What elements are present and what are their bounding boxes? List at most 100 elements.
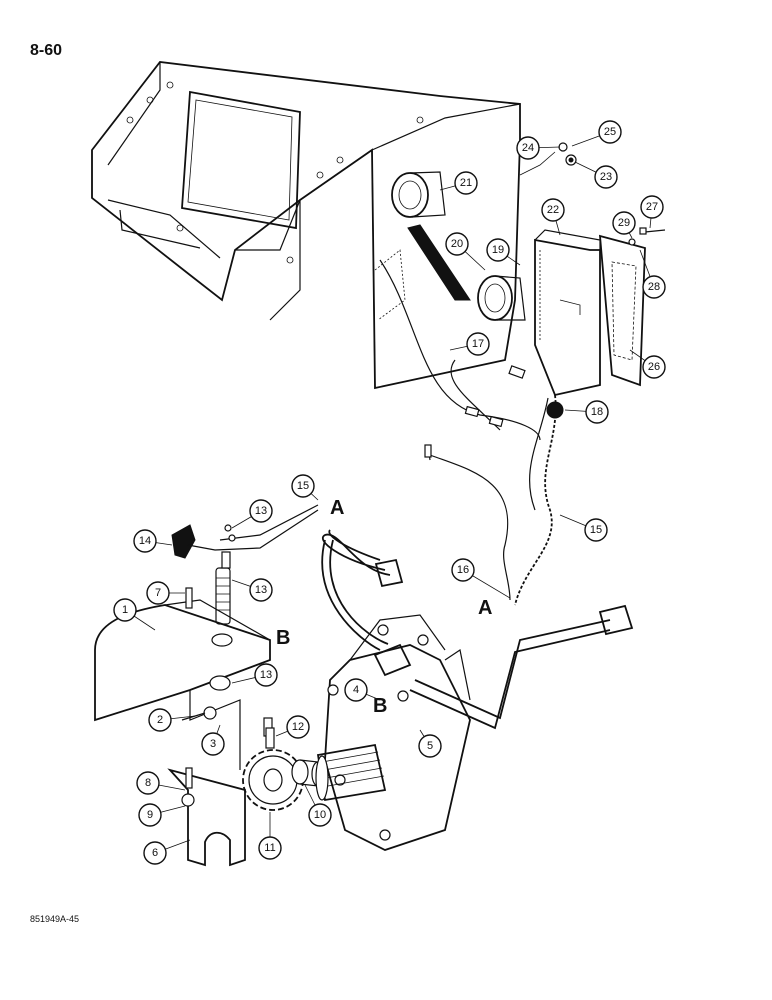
callout-circle bbox=[466, 332, 490, 356]
callout-24: 24 bbox=[516, 136, 561, 160]
callout-circle bbox=[308, 803, 332, 827]
callout-number: 29 bbox=[618, 217, 630, 229]
callout-circle bbox=[291, 474, 315, 498]
callout-circle bbox=[585, 400, 609, 424]
callout-number: 12 bbox=[292, 721, 304, 733]
callout-23: 23 bbox=[574, 161, 618, 189]
callout-number: 27 bbox=[646, 201, 658, 213]
callout-circle bbox=[640, 195, 664, 219]
callout-circle bbox=[286, 715, 310, 739]
callout-number: 1 bbox=[122, 604, 128, 616]
callout-15: 15 bbox=[559, 514, 608, 542]
callout-number: 5 bbox=[427, 740, 433, 752]
callout-22: 22 bbox=[541, 198, 565, 236]
callout-circle bbox=[143, 841, 167, 865]
callout-2: 2 bbox=[148, 708, 196, 732]
callout-circle bbox=[584, 518, 608, 542]
callout-circle bbox=[201, 732, 225, 756]
page-number: 8-60 bbox=[30, 42, 63, 59]
view-label-layer: A A B B bbox=[276, 497, 492, 717]
callout-number: 24 bbox=[522, 142, 534, 154]
callout-18: 18 bbox=[564, 400, 609, 424]
callout-circle bbox=[445, 232, 469, 256]
callout-circle bbox=[254, 663, 278, 687]
callout-number: 23 bbox=[600, 171, 612, 183]
callout-number: 15 bbox=[297, 480, 309, 492]
callout-circle bbox=[133, 529, 157, 553]
callout-circle bbox=[642, 355, 666, 379]
callout-5: 5 bbox=[418, 729, 442, 758]
callout-number: 4 bbox=[353, 684, 359, 696]
wire-harness bbox=[379, 259, 564, 606]
callout-16: 16 bbox=[451, 558, 511, 599]
figure-code: 851949A-45 bbox=[30, 914, 80, 924]
gauge-20 bbox=[477, 275, 526, 321]
callout-circle bbox=[344, 678, 368, 702]
callout-number: 21 bbox=[460, 177, 472, 189]
callout-number: 18 bbox=[591, 406, 603, 418]
console-housing bbox=[91, 61, 521, 390]
callout-15: 15 bbox=[291, 474, 319, 501]
callout-circle bbox=[594, 165, 618, 189]
callout-number: 6 bbox=[152, 847, 158, 859]
callout-circle bbox=[418, 734, 442, 758]
callout-circle bbox=[642, 275, 666, 299]
view-letter-B: B bbox=[276, 627, 290, 649]
callout-8: 8 bbox=[136, 771, 186, 795]
callout-circle bbox=[612, 211, 636, 235]
callout-number: 13 bbox=[260, 669, 272, 681]
callout-20: 20 bbox=[445, 232, 486, 271]
view-letter-B: B bbox=[373, 695, 387, 717]
pump-housing bbox=[315, 614, 471, 851]
callout-26: 26 bbox=[629, 349, 666, 379]
callout-21: 21 bbox=[439, 171, 478, 195]
view-letter-A: A bbox=[478, 597, 492, 619]
callout-number: 10 bbox=[314, 809, 326, 821]
callout-29: 29 bbox=[612, 211, 636, 239]
callout-number: 11 bbox=[264, 842, 275, 854]
callout-circle bbox=[598, 120, 622, 144]
callout-25: 25 bbox=[571, 120, 622, 147]
view-letter-A: A bbox=[330, 497, 344, 519]
callout-14: 14 bbox=[133, 529, 173, 553]
callout-4: 4 bbox=[344, 678, 381, 702]
callout-circle bbox=[541, 198, 565, 222]
callout-13: 13 bbox=[231, 663, 278, 687]
small-hardware bbox=[519, 142, 666, 246]
callout-circle bbox=[516, 136, 540, 160]
callout-11: 11 bbox=[258, 812, 282, 860]
callout-13: 13 bbox=[231, 578, 273, 602]
callout-number: 8 bbox=[145, 777, 151, 789]
callout-number: 28 bbox=[648, 281, 660, 293]
callout-number: 15 bbox=[590, 524, 602, 536]
callout-number: 3 bbox=[210, 738, 216, 750]
callout-circle bbox=[146, 581, 170, 605]
callout-number: 14 bbox=[139, 535, 151, 547]
callout-28: 28 bbox=[639, 249, 666, 299]
cover-plate-26 bbox=[598, 234, 646, 387]
callout-9: 9 bbox=[138, 803, 186, 827]
callout-number: 7 bbox=[155, 587, 161, 599]
callout-circle bbox=[249, 499, 273, 523]
callout-number: 25 bbox=[604, 126, 616, 138]
switch-assembly bbox=[171, 504, 319, 625]
callout-number: 13 bbox=[255, 505, 267, 517]
callout-1: 1 bbox=[113, 598, 156, 631]
callout-17: 17 bbox=[449, 332, 490, 356]
callout-7: 7 bbox=[146, 581, 185, 605]
callout-6: 6 bbox=[143, 839, 191, 865]
callout-circle bbox=[249, 578, 273, 602]
callout-27: 27 bbox=[640, 195, 664, 229]
callout-circle bbox=[486, 238, 510, 262]
callout-number: 16 bbox=[457, 564, 469, 576]
bracket-1 bbox=[94, 587, 273, 770]
callout-19: 19 bbox=[486, 238, 521, 266]
callout-circle bbox=[258, 836, 282, 860]
callout-number: 2 bbox=[157, 714, 163, 726]
callout-circle bbox=[136, 771, 160, 795]
callout-circle bbox=[451, 558, 475, 582]
callout-12: 12 bbox=[275, 715, 310, 739]
callout-number: 17 bbox=[472, 338, 484, 350]
